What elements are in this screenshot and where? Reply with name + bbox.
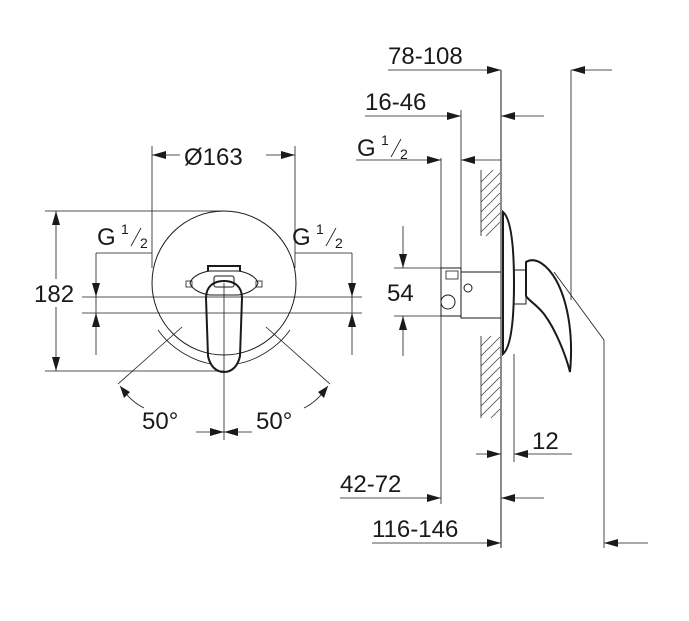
diameter-dimension: Ø163 (151, 140, 296, 268)
height-dimension: 182 (33, 210, 224, 372)
wall-hatch-bottom (480, 335, 501, 419)
dim-cover-thickness-label: 12 (532, 428, 559, 455)
cover-plate-profile (502, 209, 516, 357)
height-label: 182 (34, 281, 74, 308)
wall-hatch-top (480, 169, 501, 237)
dim-cover-thickness: 12 (476, 428, 572, 458)
dim-wall-plate: 16-46 (365, 89, 544, 120)
lever-handle (185, 265, 263, 374)
thread-left-base: G (97, 224, 116, 251)
angle-left-label: 50° (142, 408, 178, 435)
thread-right-base: G (292, 224, 311, 251)
thread-right-callout: G 1 2 (292, 221, 356, 355)
thread-left-callout: G 1 2 (92, 221, 152, 355)
handle-profile (513, 259, 605, 548)
dim-body-height: 54 (387, 226, 441, 356)
angle-right-dimension: 50° (224, 385, 329, 436)
dim-total-depth-label: 116-146 (372, 516, 458, 543)
concealed-body (440, 267, 502, 319)
dim-total-depth: 116-146 (372, 516, 648, 547)
thread-left-den: 2 (140, 235, 148, 251)
front-view: Ø163 182 G 1 2 (33, 140, 362, 440)
side-view: 78-108 16-46 G 1 2 (340, 43, 648, 548)
thread-right-den: 2 (335, 235, 343, 251)
diameter-label: Ø163 (184, 144, 243, 171)
side-thread-callout: G 1 2 (356, 132, 501, 164)
dim-overall-handle-label: 78-108 (388, 43, 463, 70)
side-thread-den: 2 (400, 146, 408, 162)
thread-right-num: 1 (316, 221, 324, 237)
dim-install-depth: 42-72 (340, 471, 544, 502)
thread-left-num: 1 (121, 221, 129, 237)
side-thread-base: G (357, 135, 376, 162)
dim-body-height-label: 54 (387, 280, 414, 307)
dim-wall-plate-label: 16-46 (365, 89, 426, 116)
side-thread-num: 1 (381, 132, 389, 148)
angle-left-dimension: 50° (119, 385, 224, 436)
dim-install-depth-label: 42-72 (340, 471, 401, 498)
dim-overall-handle: 78-108 (388, 43, 612, 74)
angle-right-label: 50° (256, 408, 292, 435)
